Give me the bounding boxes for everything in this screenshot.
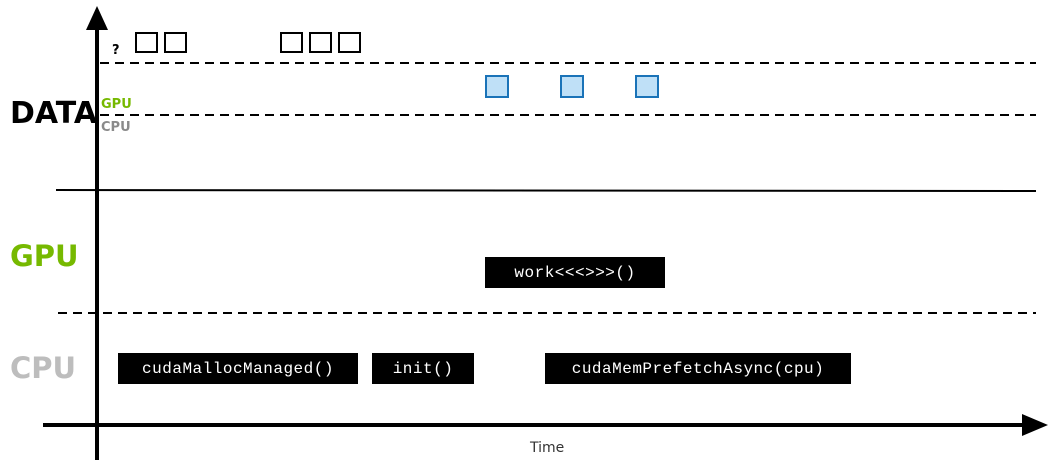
data-page-gpu	[560, 75, 584, 98]
data-section-divider	[55, 189, 1037, 192]
data-page-unknown	[338, 32, 361, 53]
cpu-section-label: CPU	[10, 351, 77, 385]
time-axis-arrowhead	[1022, 414, 1048, 436]
data-page-unknown	[280, 32, 303, 53]
data-page-gpu	[635, 75, 659, 98]
cpu-call-cudamallocmanaged: cudaMallocManaged()	[118, 353, 358, 384]
data-page-gpu	[485, 75, 509, 98]
data-section-label: DATA	[10, 96, 98, 131]
gpu-kernel-work: work<<<>>>()	[485, 257, 665, 288]
time-axis-label: Time	[530, 440, 565, 456]
data-page-unknown	[164, 32, 187, 53]
cpu-memory-label: CPU	[101, 120, 131, 135]
gpu-section-label: GPU	[10, 239, 79, 273]
data-page-unknown	[309, 32, 332, 53]
vertical-axis-arrowhead	[86, 6, 108, 30]
gpu-memory-label: GPU	[101, 97, 132, 112]
data-page-unknown	[135, 32, 158, 53]
cpu-call-init: init()	[372, 353, 474, 384]
cpu-call-prefetch: cudaMemPrefetchAsync(cpu)	[545, 353, 851, 384]
unknown-location-label: ?	[112, 43, 120, 58]
